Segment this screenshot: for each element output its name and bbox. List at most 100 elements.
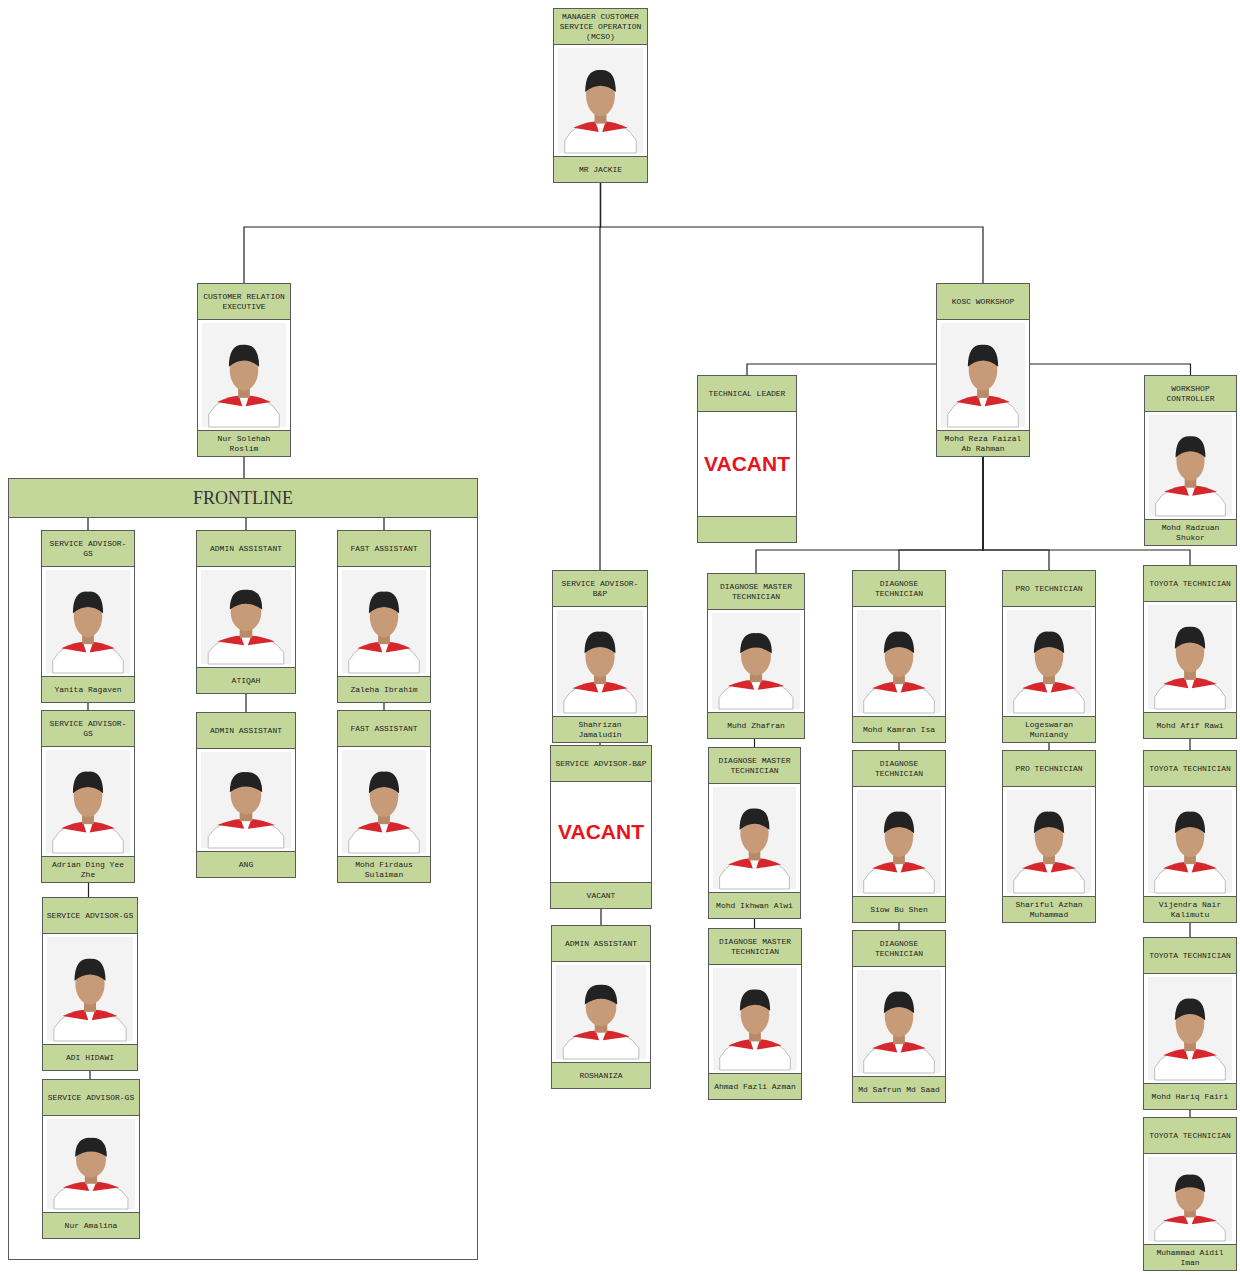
hair xyxy=(740,633,772,653)
position-title: MANAGER CUSTOMER SERVICE OPERATION (MCSO… xyxy=(557,12,644,42)
staff-card: MANAGER CUSTOMER SERVICE OPERATION (MCSO… xyxy=(553,8,648,183)
hair xyxy=(884,812,914,834)
portrait-photo xyxy=(46,750,130,853)
name-bar: Muhd Zhafran xyxy=(708,712,804,738)
name-bar: Mohd Firdaus Sulaiman xyxy=(338,856,430,882)
connector-line xyxy=(87,703,88,710)
name-bar: Mohd Afif Rawi xyxy=(1144,712,1236,738)
staff-name: Nur Amalina xyxy=(65,1221,118,1231)
photo-background xyxy=(1148,1157,1232,1241)
hair xyxy=(968,345,998,367)
position-title: PRO TECHNICIAN xyxy=(1015,584,1082,594)
title-bar: DIAGNOSE MASTER TECHNICIAN xyxy=(709,748,800,784)
position-title: TOYOTA TECHNICIAN xyxy=(1149,764,1231,774)
name-bar: Mohd Hariq Fairi xyxy=(1144,1083,1236,1109)
shirt xyxy=(349,822,420,853)
staff-card: PRO TECHNICIANLogeswaran Muniandy xyxy=(1002,570,1096,743)
title-bar: SERVICE ADVISOR-GS xyxy=(43,898,137,934)
portrait-photo xyxy=(558,48,643,153)
name-bar xyxy=(698,516,796,542)
photo-area xyxy=(1003,787,1095,896)
shirt xyxy=(864,1042,935,1073)
staff-card: SERVICE ADVISOR-GS Adrian Ding Yee Zhe xyxy=(41,710,135,883)
staff-name: Siow Bu Shen xyxy=(870,905,928,915)
photo-area xyxy=(709,784,800,892)
portrait-photo xyxy=(1007,610,1091,713)
hair xyxy=(230,772,262,792)
name-bar: Adrian Ding Yee Zhe xyxy=(42,856,134,882)
title-bar: KOSC WORKSHOP xyxy=(937,284,1029,320)
hair xyxy=(1175,812,1205,834)
position-title: SERVICE ADVISOR-B&P xyxy=(555,759,646,769)
position-title: ADMIN ASSISTANT xyxy=(210,726,282,736)
title-bar: DIAGNOSE MASTER TECHNICIAN xyxy=(708,574,804,610)
photo-area xyxy=(853,607,945,716)
photo-area xyxy=(42,747,134,856)
staff-card: DIAGNOSE TECHNICIANSiow Bu Shen xyxy=(852,750,946,923)
portrait-photo xyxy=(1148,1157,1232,1241)
shirt xyxy=(719,680,793,709)
shirt xyxy=(565,122,636,154)
hair xyxy=(585,985,617,1005)
connector-line xyxy=(747,364,936,375)
title-bar: ADMIN ASSISTANT xyxy=(197,713,295,749)
title-bar: SERVICE ADVISOR-GS xyxy=(42,711,134,747)
hair xyxy=(1175,627,1205,649)
shirt xyxy=(209,396,280,427)
name-bar: VACANT xyxy=(551,882,651,908)
name-bar: Mohd Radzuan Shukor xyxy=(1145,519,1236,545)
connector-line xyxy=(600,909,601,925)
hair xyxy=(1175,1175,1205,1193)
portrait-photo xyxy=(1148,790,1232,893)
name-bar: Ahmad Fazli Azman xyxy=(709,1073,801,1099)
vacant-mark: VACANT xyxy=(558,820,644,844)
title-bar: SERVICE ADVISOR-GS xyxy=(42,531,134,567)
photo-background xyxy=(556,965,646,1059)
shirt xyxy=(564,682,636,713)
photo-background xyxy=(1148,977,1232,1080)
connector-line xyxy=(1189,923,1190,937)
photo-background xyxy=(713,787,796,889)
photo-area xyxy=(708,610,804,712)
portrait-photo xyxy=(1149,415,1232,516)
staff-card: SERVICE ADVISOR-GSADI HIDAWI xyxy=(42,897,138,1071)
photo-background xyxy=(857,790,941,893)
position-title: SERVICE ADVISOR-GS xyxy=(45,539,131,559)
shirt xyxy=(53,822,124,853)
photo-area xyxy=(853,967,945,1076)
title-bar: SERVICE ADVISOR-GS xyxy=(43,1080,139,1116)
connector-line xyxy=(599,183,601,570)
name-bar: Vijendra Nair Kalimutu xyxy=(1144,896,1236,922)
staff-card: TOYOTA TECHNICIANMohd Hariq Fairi xyxy=(1143,937,1237,1110)
position-title: FAST ASSISTANT xyxy=(350,544,417,554)
photo-background xyxy=(557,610,643,713)
hair xyxy=(73,772,103,794)
title-bar: TOYOTA TECHNICIAN xyxy=(1144,751,1236,787)
shirt xyxy=(1155,1216,1226,1241)
vacant-mark: VACANT xyxy=(704,452,790,476)
staff-card: ADMIN ASSISTANTANG xyxy=(196,712,296,878)
hair xyxy=(884,992,914,1014)
staff-card: CUSTOMER RELATION EXECUTIVENur Solehah R… xyxy=(197,283,291,457)
staff-name: Shahrizan Jamaludin xyxy=(556,720,644,740)
title-bar: TOYOTA TECHNICIAN xyxy=(1144,566,1236,602)
position-title: TOYOTA TECHNICIAN xyxy=(1149,579,1231,589)
position-title: SERVICE ADVISOR-GS xyxy=(45,719,131,739)
position-title: DIAGNOSE MASTER TECHNICIAN xyxy=(712,756,797,776)
name-bar: Mohd Reza Faizal Ab Rahman xyxy=(937,430,1029,456)
staff-card: FAST ASSISTANTMohd Firdaus Sulaiman xyxy=(337,710,431,883)
connector-line xyxy=(601,183,984,283)
photo-area xyxy=(1144,602,1236,712)
staff-name: VACANT xyxy=(587,891,616,901)
portrait-photo xyxy=(46,570,130,673)
staff-card: ADMIN ASSISTANTATIQAH xyxy=(196,530,296,694)
staff-name: Muhammad Aidil Iman xyxy=(1147,1248,1233,1268)
staff-card: DIAGNOSE TECHNICIANMd Safrun Md Saad xyxy=(852,930,946,1103)
portrait-photo xyxy=(857,790,941,893)
shirt xyxy=(208,819,284,848)
title-bar: DIAGNOSE TECHNICIAN xyxy=(853,931,945,967)
shirt xyxy=(948,396,1019,427)
vacant-area: VACANT xyxy=(551,782,651,882)
portrait-photo xyxy=(201,570,291,664)
photo-background xyxy=(941,323,1025,427)
